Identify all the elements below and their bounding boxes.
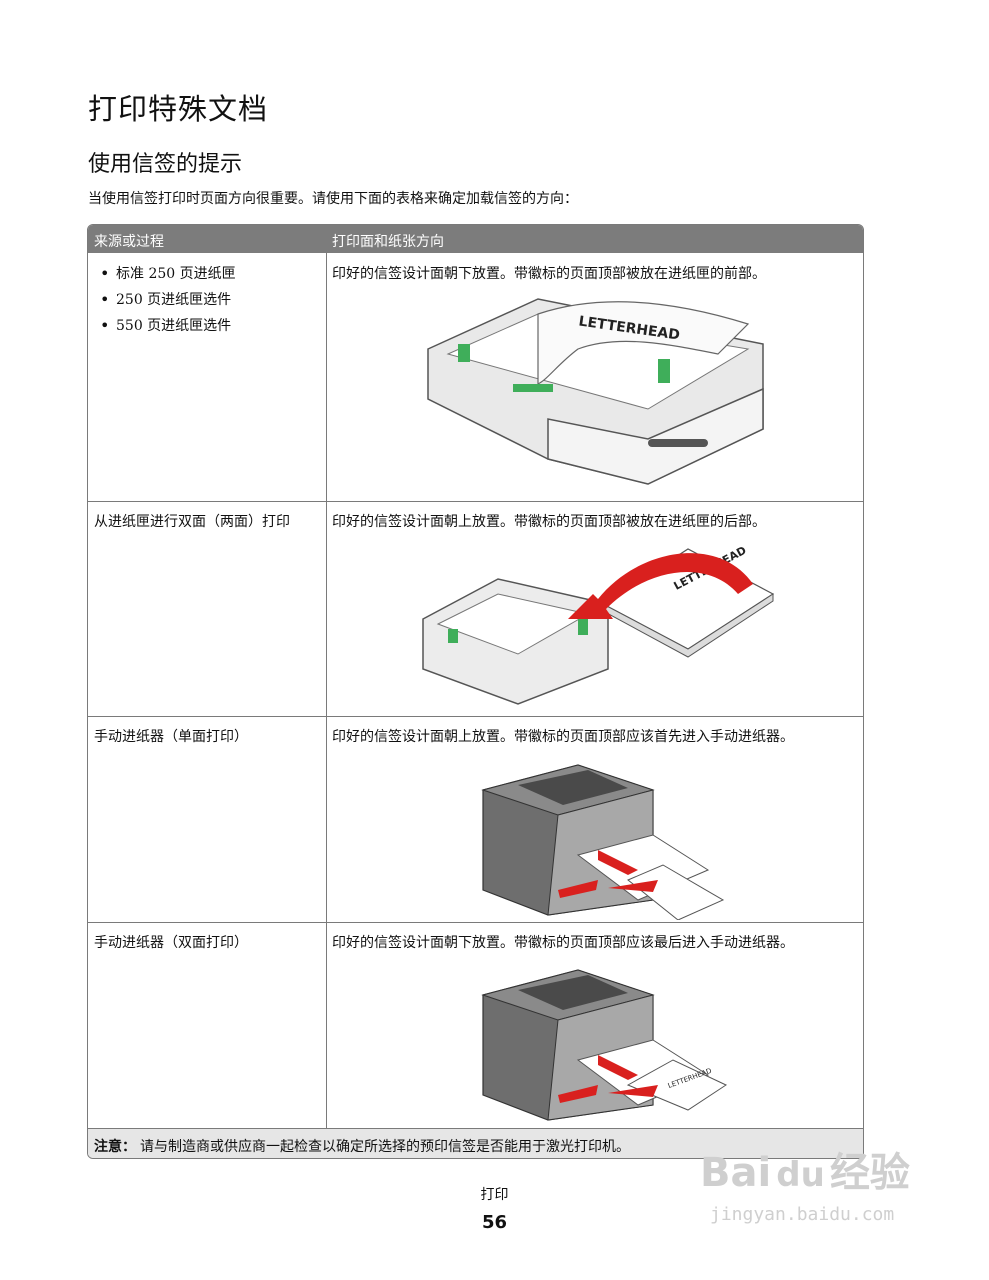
baidu-watermark: Bai du 经验 jingyan.baidu.com — [700, 1140, 910, 1225]
list-item: 250 页进纸匣选件 — [94, 291, 236, 317]
table-note: 注意： 请与制造商或供应商一起检查以确定所选择的预印信签是否能用于激光打印机。 — [88, 1128, 863, 1158]
table-row-1-source: 标准 250 页进纸匣 250 页进纸匣选件 550 页进纸匣选件 — [94, 265, 236, 343]
table-header: 来源或过程 打印面和纸张方向 — [88, 225, 863, 253]
list-item: 标准 250 页进纸匣 — [94, 265, 236, 291]
table-row-2-source: 从进纸匣进行双面（两面）打印 — [94, 514, 290, 530]
paw-icon: du — [776, 1155, 825, 1195]
table-row-4-source: 手动进纸器（双面打印） — [94, 935, 248, 951]
list-item: 550 页进纸匣选件 — [94, 317, 236, 343]
footer-section-label: 打印 — [480, 1187, 509, 1203]
table-row-4-orientation: 印好的信签设计面朝下放置。带徽标的页面顶部应该最后进入手动进纸器。 — [332, 935, 794, 951]
column-divider — [326, 253, 327, 1128]
header-source: 来源或过程 — [94, 234, 164, 250]
table-row-1-orientation: 印好的信签设计面朝下放置。带徽标的页面顶部被放在进纸匣的前部。 — [332, 266, 766, 282]
intro-text: 当使用信签打印时页面方向很重要。请使用下面的表格来确定加载信签的方向： — [88, 191, 578, 207]
watermark-url: jingyan.baidu.com — [710, 1204, 895, 1225]
page-number: 56 — [481, 1212, 508, 1233]
header-orientation: 打印面和纸张方向 — [332, 234, 444, 250]
table-row-3-orientation: 印好的信签设计面朝上放置。带徽标的页面顶部应该首先进入手动进纸器。 — [332, 729, 794, 745]
tray-letterhead-illustration: LETTERHEAD — [427, 298, 764, 485]
page-title: 打印特殊文档 — [88, 92, 269, 126]
watermark-brand2: 经验 — [829, 1150, 910, 1196]
table-row-2-orientation: 印好的信签设计面朝上放置。带徽标的页面顶部被放在进纸匣的后部。 — [332, 514, 766, 530]
note-text: 请与制造商或供应商一起检查以确定所选择的预印信签是否能用于激光打印机。 — [140, 1139, 630, 1155]
duplex-tray-illustration: LETTERHEAD — [422, 544, 775, 705]
row-divider — [88, 716, 863, 717]
row-divider — [88, 922, 863, 923]
note-label: 注意： — [94, 1139, 136, 1155]
letterhead-table: 来源或过程 打印面和纸张方向 标准 250 页进纸匣 250 页进纸匣选件 55… — [87, 224, 864, 1159]
manual-feeder-single-illustration — [481, 764, 725, 920]
row-divider — [88, 501, 863, 502]
section-title: 使用信签的提示 — [88, 152, 243, 177]
table-row-3-source: 手动进纸器（单面打印） — [94, 729, 248, 745]
watermark-brand: Bai — [700, 1150, 772, 1196]
manual-feeder-duplex-illustration: LETTERHEAD — [481, 969, 728, 1121]
